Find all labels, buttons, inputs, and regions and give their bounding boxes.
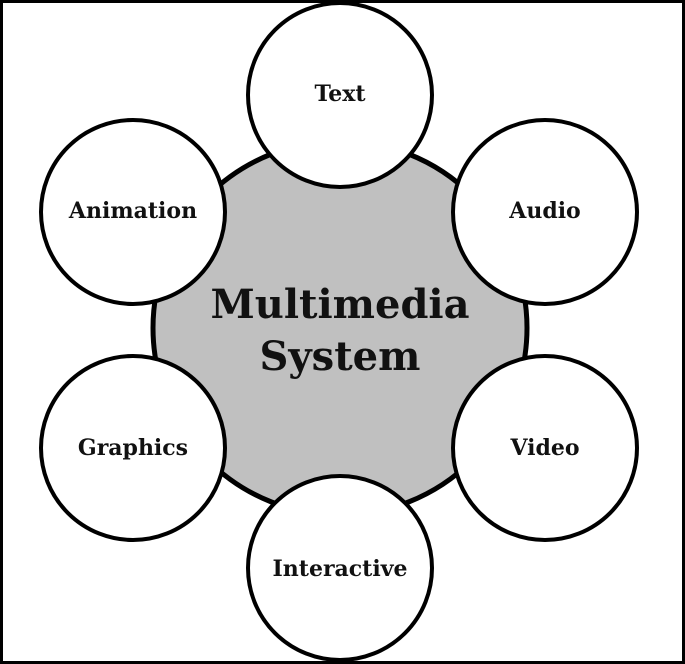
node-circle	[39, 118, 227, 306]
center-title-line1: Multimedia	[210, 281, 469, 328]
node-label-audio: Audio	[508, 198, 580, 224]
center-title-line2: System	[260, 333, 421, 380]
node-circle	[39, 354, 227, 542]
node-graphics: Graphics	[39, 354, 227, 542]
node-interactive: Interactive	[246, 474, 434, 662]
node-circle	[451, 118, 639, 306]
node-audio: Audio	[451, 118, 639, 306]
node-label-interactive: Interactive	[273, 556, 408, 582]
node-label-animation: Animation	[68, 198, 197, 224]
node-label-text: Text	[314, 81, 366, 107]
node-animation: Animation	[39, 118, 227, 306]
node-circle	[246, 474, 434, 662]
node-label-video: Video	[509, 435, 579, 461]
node-circle	[451, 354, 639, 542]
node-video: Video	[451, 354, 639, 542]
node-text: Text	[246, 1, 434, 189]
node-circle	[246, 1, 434, 189]
node-label-graphics: Graphics	[78, 435, 188, 461]
